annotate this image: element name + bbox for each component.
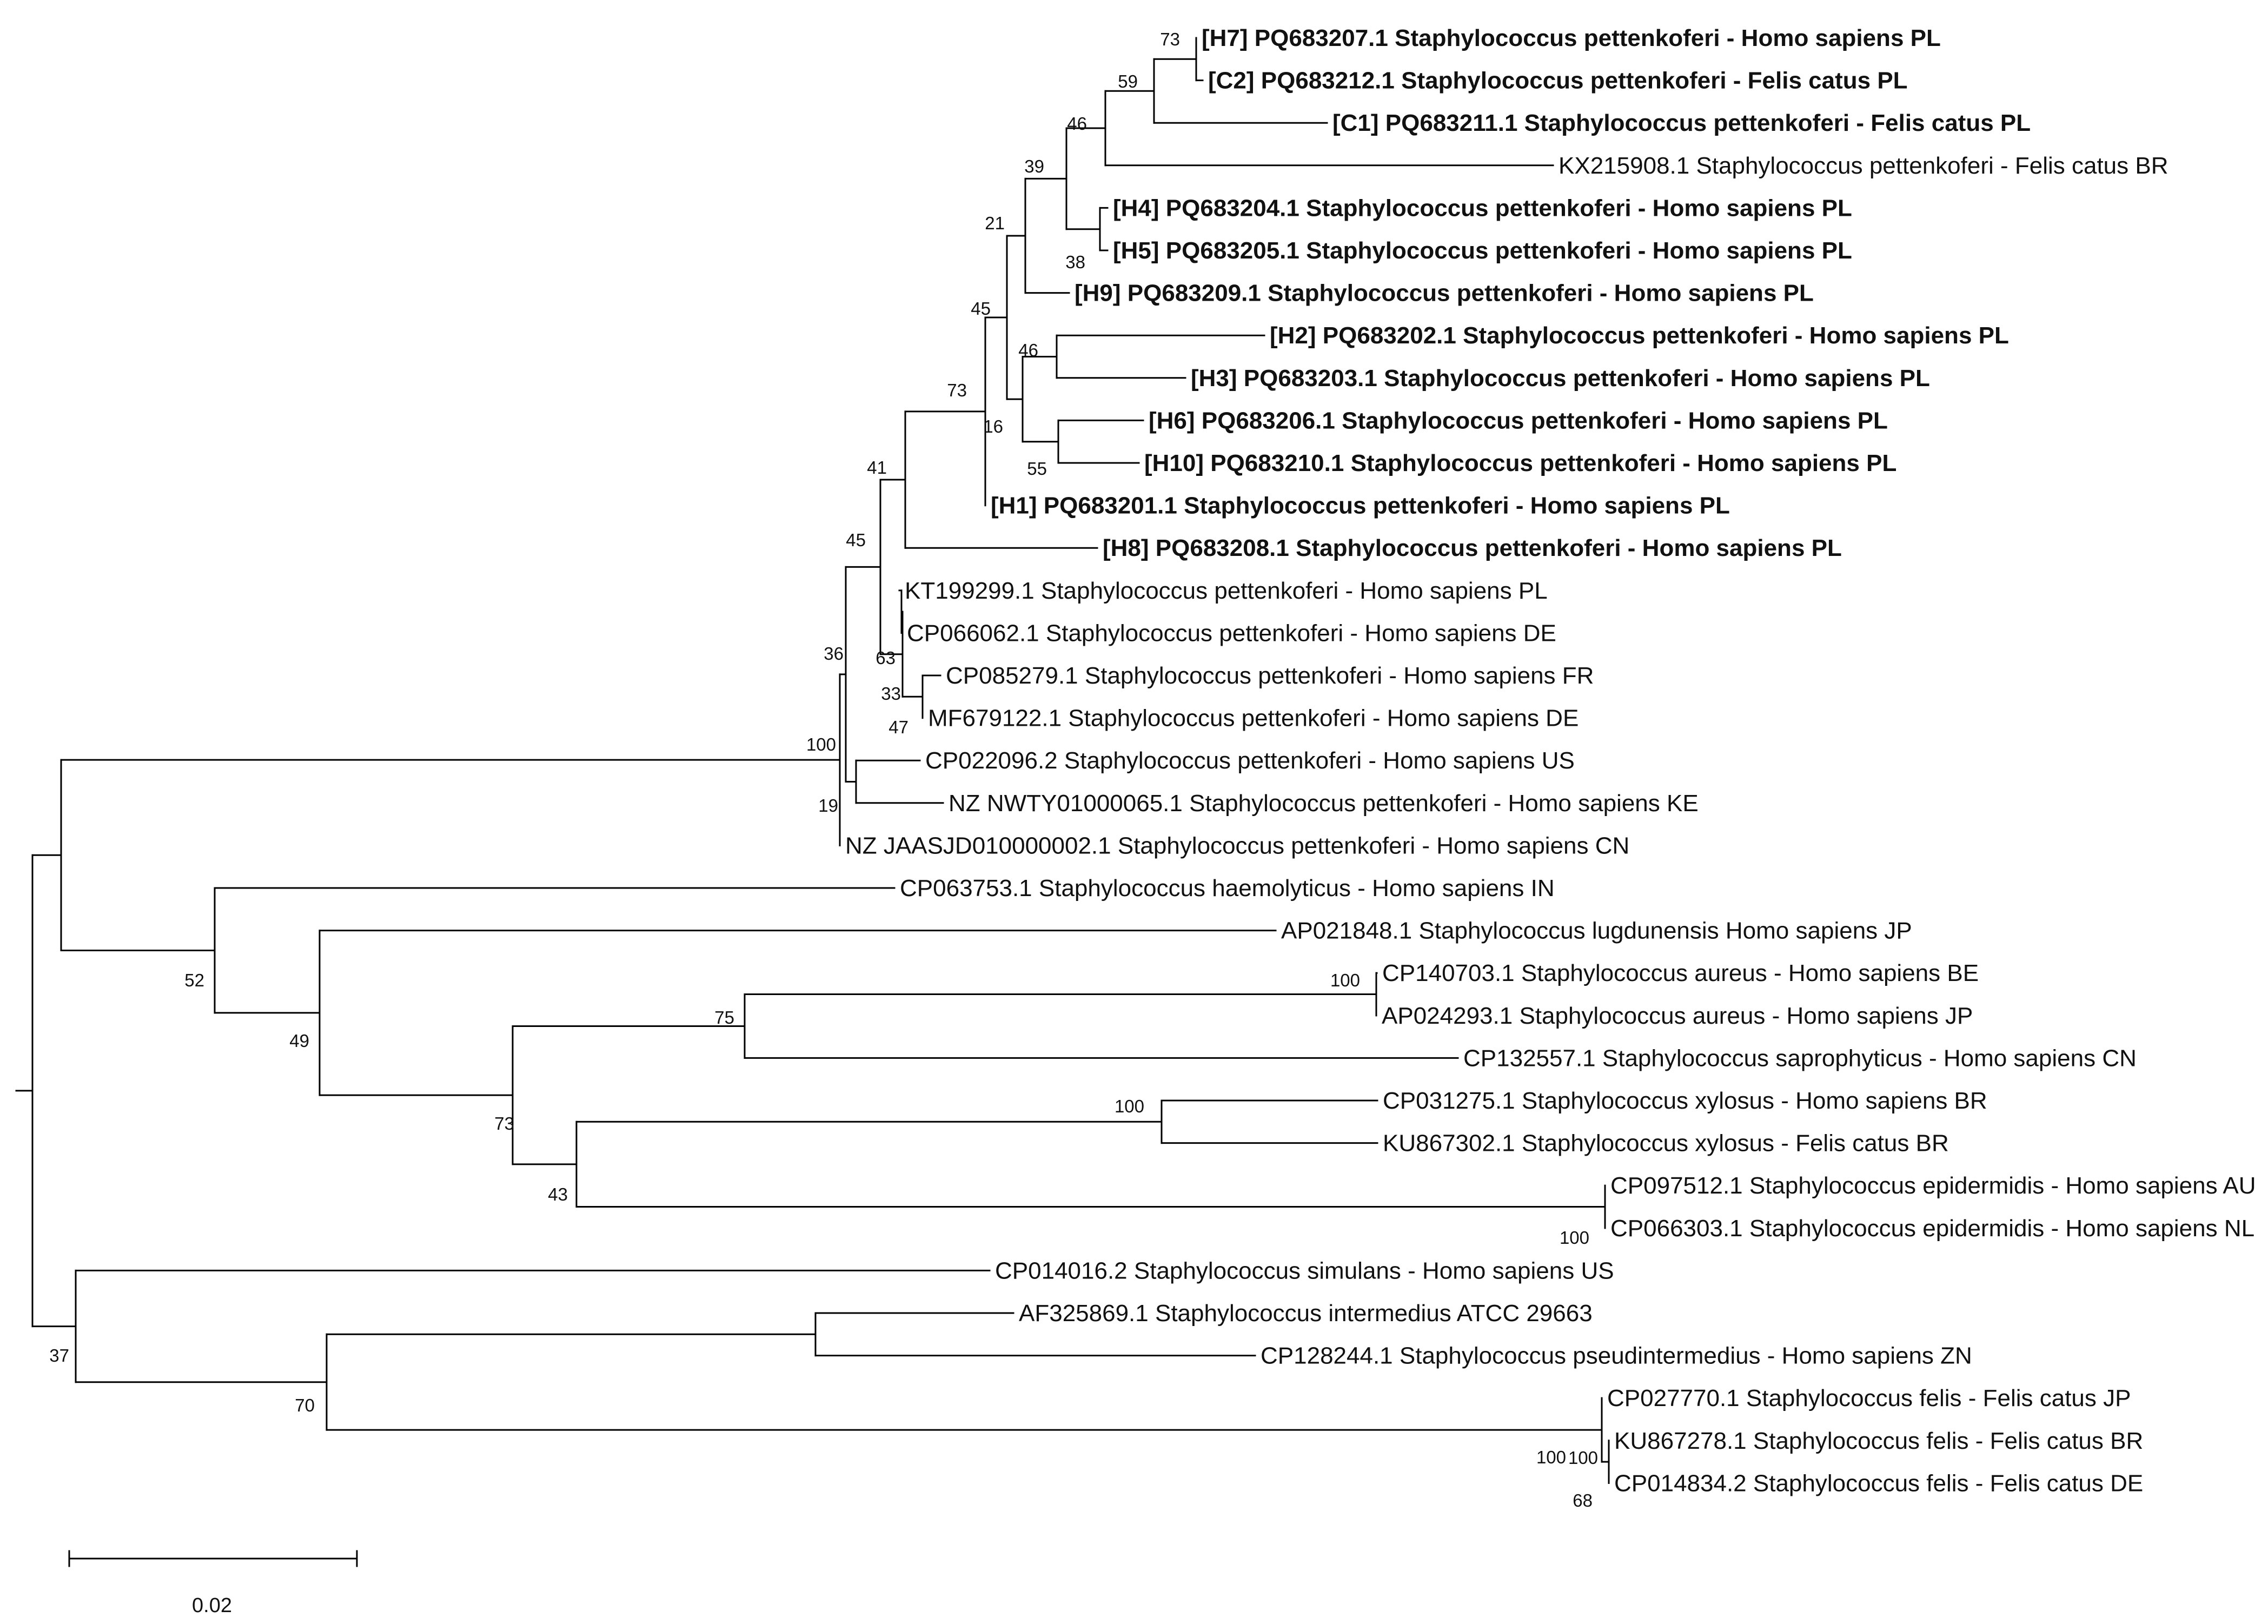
leaf-label: AF325869.1 Staphylococcus intermedius AT…: [1019, 1300, 1593, 1327]
leaf-label: [C2] PQ683212.1 Staphylococcus pettenkof…: [1208, 68, 1908, 94]
leaf-label: [H5] PQ683205.1 Staphylococcus pettenkof…: [1113, 237, 1852, 264]
bootstrap-value: 38: [1065, 252, 1085, 272]
bootstrap-value: 100: [1330, 970, 1360, 990]
bootstrap-value: 36: [824, 644, 844, 664]
leaf-label: CP014016.2 Staphylococcus simulans - Hom…: [995, 1257, 1614, 1284]
bootstrap-value: 75: [714, 1007, 734, 1028]
leaf-label: CP031275.1 Staphylococcus xylosus - Homo…: [1383, 1088, 1987, 1114]
leaf-label: CP097512.1 Staphylococcus epidermidis - …: [1610, 1172, 2256, 1199]
bootstrap-value: 16: [983, 416, 1003, 436]
leaf-label: [H4] PQ683204.1 Staphylococcus pettenkof…: [1113, 195, 1852, 221]
bootstrap-value: 73: [1160, 29, 1180, 49]
leaf-label: AP024293.1 Staphylococcus aureus - Homo …: [1382, 1003, 1973, 1029]
bootstrap-value: 55: [1027, 459, 1047, 479]
leaf-label: CP132557.1 Staphylococcus saprophyticus …: [1463, 1045, 2137, 1071]
bootstrap-value: 47: [888, 717, 908, 737]
bootstrap-value: 33: [881, 684, 901, 704]
leaf-label: CP085279.1 Staphylococcus pettenkoferi -…: [946, 662, 1594, 689]
leaf-label: MF679122.1 Staphylococcus pettenkoferi -…: [928, 705, 1579, 732]
leaf-label: [C1] PQ683211.1 Staphylococcus pettenkof…: [1332, 110, 2031, 136]
leaf-label: [H6] PQ683206.1 Staphylococcus pettenkof…: [1149, 407, 1888, 434]
leaf-label: KT199299.1 Staphylococcus pettenkoferi -…: [905, 578, 1548, 604]
leaf-label: CP063753.1 Staphylococcus haemolyticus -…: [900, 875, 1555, 902]
leaf-label: CP140703.1 Staphylococcus aureus - Homo …: [1382, 960, 1979, 986]
leaf-label: [H2] PQ683202.1 Staphylococcus pettenkof…: [1270, 322, 2009, 349]
bootstrap-value: 45: [846, 530, 866, 550]
bootstrap-value: 45: [971, 299, 991, 319]
leaf-label: [H8] PQ683208.1 Staphylococcus pettenkof…: [1103, 535, 1842, 561]
leaf-label: KX215908.1 Staphylococcus pettenkoferi -…: [1559, 153, 2168, 179]
leaf-label: NZ NWTY01000065.1 Staphylococcus pettenk…: [949, 790, 1699, 817]
bootstrap-value: 52: [184, 970, 204, 990]
leaf-label: [H1] PQ683201.1 Staphylococcus pettenkof…: [991, 493, 1730, 519]
leaf-label: KU867302.1 Staphylococcus xylosus - Feli…: [1383, 1130, 1949, 1157]
bootstrap-value: 73: [494, 1113, 514, 1134]
leaf-label: [H10] PQ683210.1 Staphylococcus pettenko…: [1144, 450, 1896, 476]
bootstrap-value: 21: [985, 213, 1005, 233]
bootstrap-value: 41: [867, 458, 887, 478]
bootstrap-value: 73: [947, 380, 967, 400]
bootstrap-value: 68: [1573, 1490, 1593, 1510]
leaf-label: AP021848.1 Staphylococcus lugdunensis Ho…: [1281, 918, 1912, 944]
leaf-labels: [H7] PQ683207.1 Staphylococcus pettenkof…: [845, 25, 2256, 1496]
leaf-label: CP066303.1 Staphylococcus epidermidis - …: [1610, 1215, 2254, 1242]
leaf-label: [H7] PQ683207.1 Staphylococcus pettenkof…: [1202, 25, 1941, 51]
bootstrap-value: 100: [1568, 1448, 1598, 1468]
leaf-label: CP014834.2 Staphylococcus felis - Felis …: [1614, 1470, 2143, 1496]
bootstrap-value: 46: [1018, 340, 1038, 360]
leaf-label: NZ JAASJD010000002.1 Staphylococcus pett…: [845, 832, 1629, 859]
leaf-label: CP027770.1 Staphylococcus felis - Felis …: [1607, 1385, 2131, 1411]
leaf-label: KU867278.1 Staphylococcus felis - Felis …: [1614, 1428, 2143, 1454]
scale-bar-label: 0.02: [192, 1594, 232, 1617]
leaf-label: CP128244.1 Staphylococcus pseudintermedi…: [1261, 1343, 1972, 1369]
bootstrap-value: 70: [295, 1395, 315, 1415]
leaf-label: CP022096.2 Staphylococcus pettenkoferi -…: [925, 747, 1575, 774]
leaf-label: [H9] PQ683209.1 Staphylococcus pettenkof…: [1075, 280, 1814, 307]
bootstrap-value: 100: [1536, 1447, 1566, 1467]
tree-branches: [15, 37, 1610, 1484]
bootstrap-value: 37: [49, 1345, 69, 1366]
leaf-label: CP066062.1 Staphylococcus pettenkoferi -…: [907, 620, 1556, 646]
bootstrap-value: 63: [876, 648, 896, 668]
bootstrap-value: 100: [1560, 1228, 1589, 1248]
bootstrap-value: 43: [548, 1184, 568, 1204]
leaf-label: [H3] PQ683203.1 Staphylococcus pettenkof…: [1191, 365, 1930, 392]
bootstrap-value: 59: [1118, 71, 1138, 91]
scale-bar: 0.02: [68, 1550, 358, 1617]
bootstrap-value: 39: [1024, 156, 1044, 176]
bootstrap-value: 46: [1067, 114, 1087, 134]
bootstrap-value: 100: [806, 734, 836, 754]
bootstrap-value: 19: [818, 796, 838, 816]
bootstrap-value: 100: [1115, 1096, 1144, 1116]
bootstrap-value: 49: [289, 1031, 309, 1051]
bootstrap-labels: 73 59 46 39 21 38 45 46 73 16 55 41 45 63 33 47 36 100 19 5…: [49, 29, 1598, 1510]
